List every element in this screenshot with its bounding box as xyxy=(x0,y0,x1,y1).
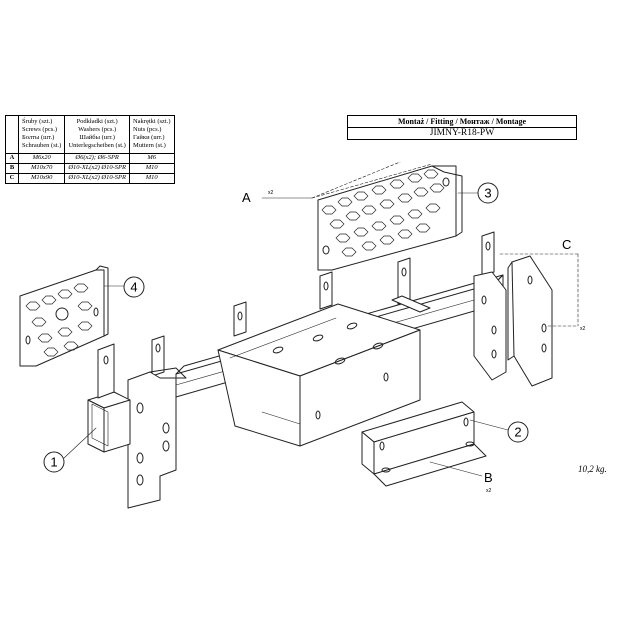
bolt-hole xyxy=(346,322,358,330)
callout-b: B x2 xyxy=(484,470,493,494)
washers-cell: Ø10-XL(x2) Ø10-SPR xyxy=(64,173,130,184)
right-bracket-inner xyxy=(473,271,507,381)
part-balloon-1: 1 xyxy=(43,451,65,473)
part-2-channel xyxy=(361,401,487,487)
table-row: C M10x90 Ø10-XL(x2) Ø10-SPR M10 xyxy=(5,173,175,184)
svg-text:4: 4 xyxy=(130,280,137,295)
title-fitting: Montaż / Fitting / Монтаж / Montage xyxy=(348,116,576,128)
left-bracket xyxy=(127,367,187,509)
bolt-hole xyxy=(272,346,284,354)
bolt-hole xyxy=(383,372,389,382)
part-1-receiver xyxy=(87,343,131,453)
nuts-header: Nakrętki (szt.) Nuts (pcs.) Гайки (шт.) … xyxy=(128,115,175,154)
part-3-hex-plate xyxy=(317,165,463,271)
bolt-hole xyxy=(312,334,324,342)
svg-text:x2: x2 xyxy=(580,326,586,332)
svg-text:B: B xyxy=(484,470,493,485)
washers-header: Podkładki (szt.) Washers (pcs.) Шайбы (ш… xyxy=(64,115,130,154)
part-4-hex-plate xyxy=(19,265,109,367)
bolt-hole xyxy=(334,357,346,365)
mounting-tabs xyxy=(151,231,495,377)
nuts-cell: M10 xyxy=(128,173,175,184)
right-bracket-outer xyxy=(507,255,553,387)
svg-text:1: 1 xyxy=(50,455,57,470)
svg-text:x2: x2 xyxy=(268,190,274,196)
weight-label: 10,2 kg. xyxy=(578,464,607,474)
screws-cell: M10x90 xyxy=(17,173,66,184)
part-balloon-3: 3 xyxy=(477,182,499,204)
screws-header: Śruby (szt.) Screws (pcs.) Болты (шт.) S… xyxy=(17,115,66,154)
callout-a: A x2 xyxy=(242,190,274,205)
title-box: Montaż / Fitting / Монтаж / Montage JIMN… xyxy=(347,115,577,140)
bolt-hole xyxy=(372,342,384,350)
svg-text:x2: x2 xyxy=(486,488,492,494)
svg-text:A: A xyxy=(242,190,251,205)
center-housing xyxy=(217,303,421,447)
svg-text:2: 2 xyxy=(514,425,521,440)
parts-table: Śruby (szt.) Screws (pcs.) Болты (шт.) S… xyxy=(5,115,175,184)
svg-text:3: 3 xyxy=(484,186,491,201)
bolt-hole xyxy=(315,410,321,420)
part-balloon-4: 4 xyxy=(123,276,145,298)
title-model: JIMNY-R18-PW xyxy=(429,128,495,138)
leader-lines xyxy=(63,161,579,477)
part-balloon-2: 2 xyxy=(507,421,529,443)
callout-c: C x2 xyxy=(562,237,586,332)
svg-text:C: C xyxy=(562,237,571,252)
